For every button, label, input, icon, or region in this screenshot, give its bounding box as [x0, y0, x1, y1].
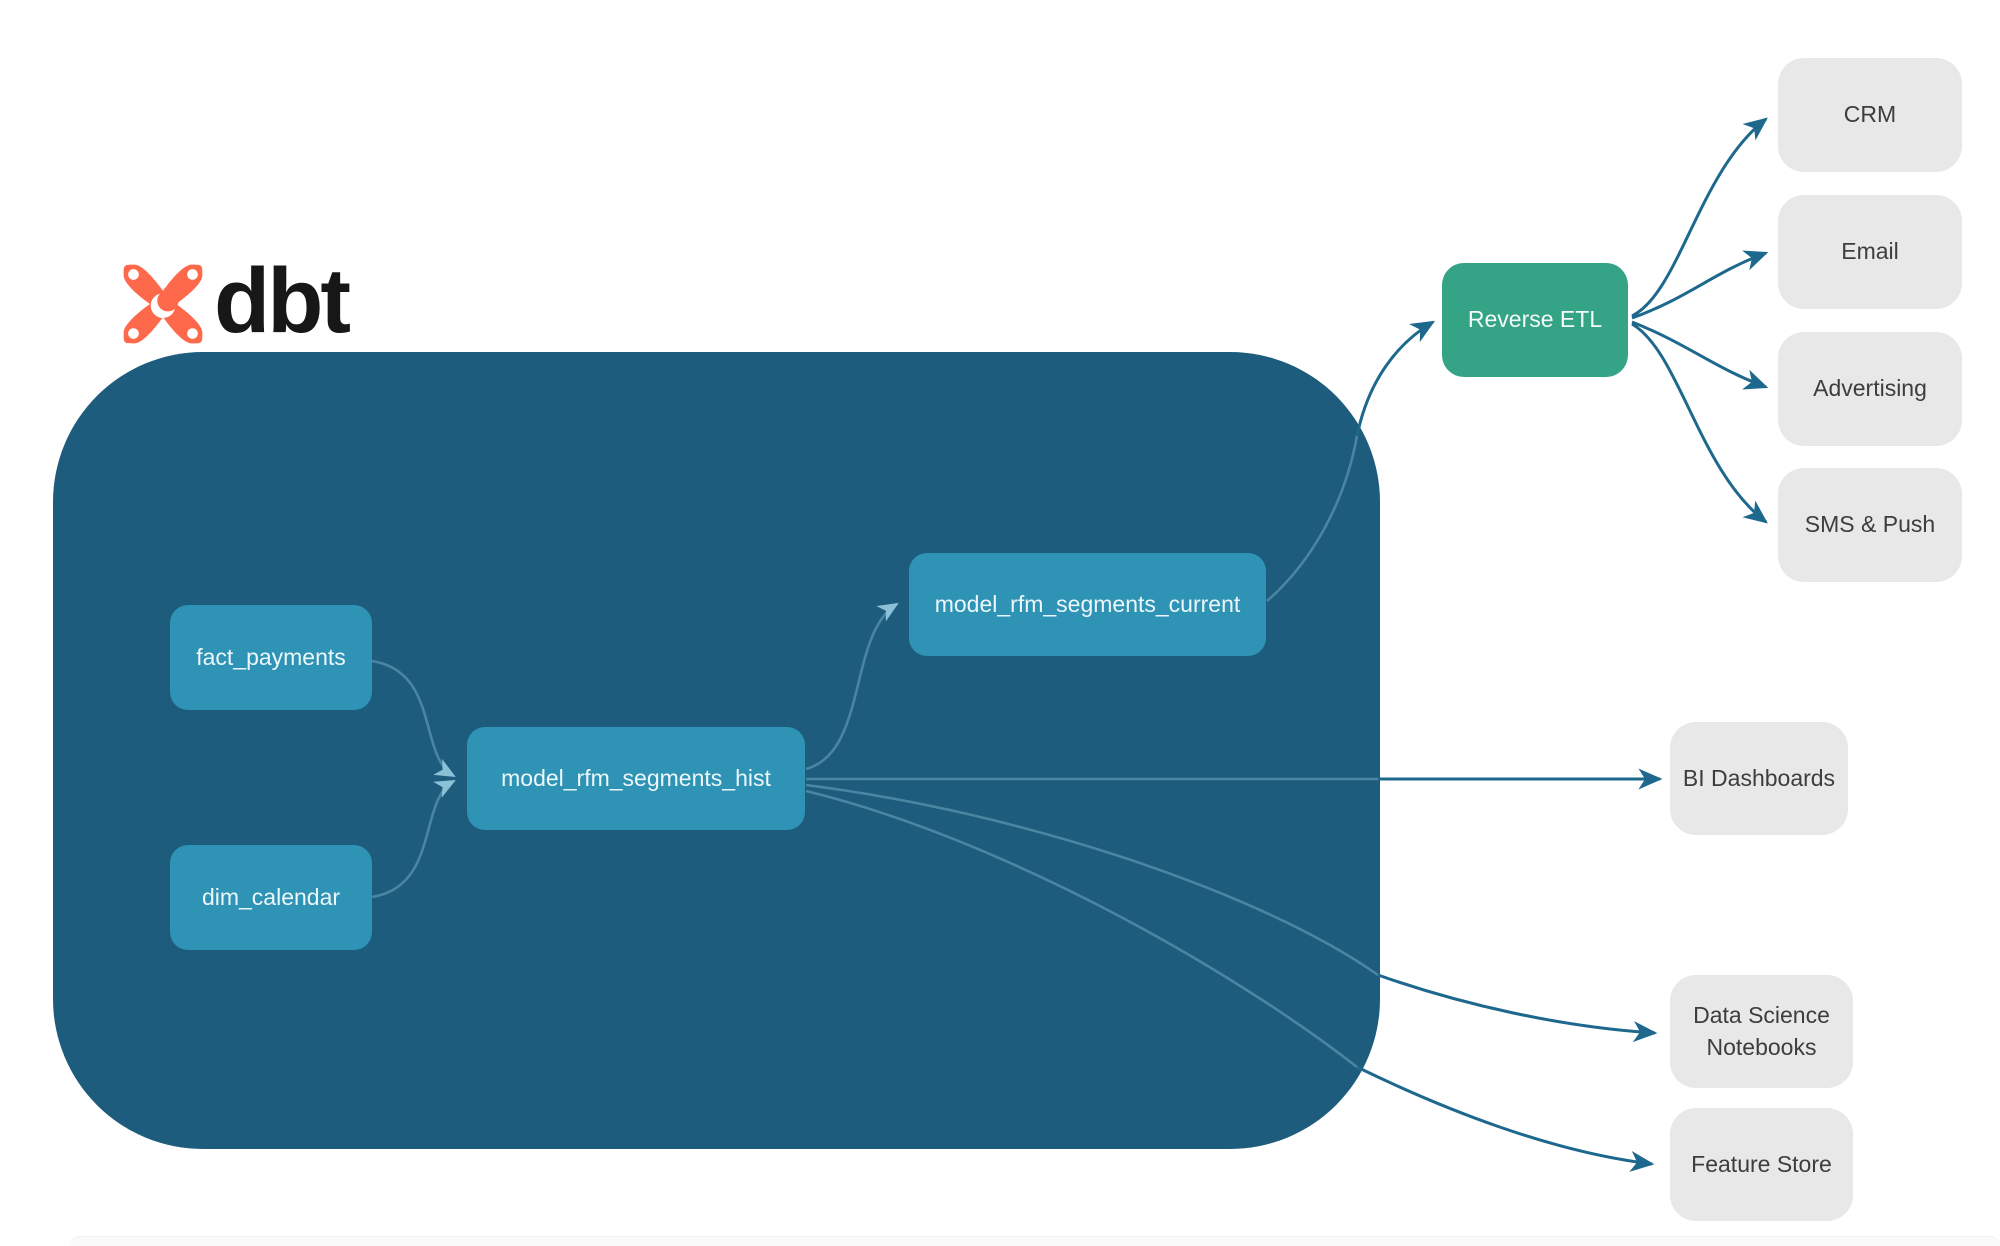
dbt-supernova-icon: [123, 264, 203, 344]
node-email: Email: [1778, 195, 1962, 309]
node-dim-calendar: dim_calendar: [170, 845, 372, 950]
dbt-logo: dbt: [122, 250, 351, 353]
edge-model_rfm_segments_current-to-reverse_etl: [1355, 320, 1436, 437]
node-bi-dashboards: BI Dashboards: [1670, 722, 1848, 835]
node-advertising: Advertising: [1778, 332, 1962, 446]
node-data-science-notebooks: Data Science Notebooks: [1670, 975, 1853, 1088]
bottom-sheet-edge: [70, 1236, 2000, 1246]
edge-reverse_etl-to-crm: [1631, 117, 1768, 318]
dbt-wordmark: dbt: [214, 250, 351, 352]
node-fact-payments: fact_payments: [170, 605, 372, 710]
node-feature-store: Feature Store: [1670, 1108, 1853, 1221]
edge-reverse_etl-to-sms_push: [1631, 322, 1768, 524]
edge-reverse_etl-to-email: [1631, 250, 1769, 320]
node-sms-push: SMS & Push: [1778, 468, 1962, 582]
node-model-rfm-segments-hist: model_rfm_segments_hist: [467, 727, 805, 830]
node-model-rfm-segments-current: model_rfm_segments_current: [909, 553, 1266, 656]
edge-model_rfm_segments_hist-to-feature_store: [1356, 1065, 1655, 1172]
edge-model_rfm_segments_hist-to-data_science_notebooks: [1377, 973, 1658, 1043]
node-reverse-etl: Reverse ETL: [1442, 263, 1628, 377]
node-crm: CRM: [1778, 58, 1962, 172]
edge-reverse_etl-to-advertising: [1631, 320, 1769, 390]
